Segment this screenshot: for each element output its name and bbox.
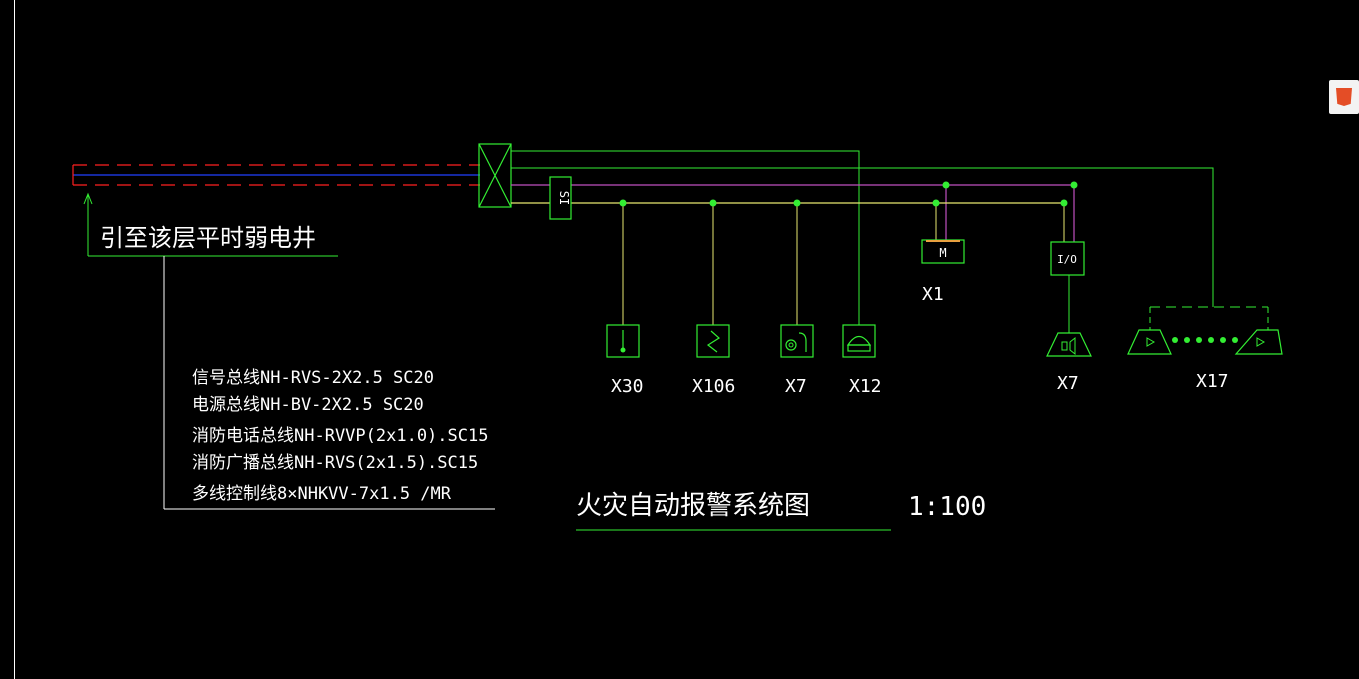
legend-line-3: 消防电话总线NH-RVVP(2x1.0).SC15 bbox=[192, 426, 488, 446]
module-io-label: I/O bbox=[1057, 253, 1077, 266]
junction-box[interactable] bbox=[478, 143, 512, 208]
legend-line-5: 多线控制线8×NHKVV-7x1.5 /MR bbox=[192, 484, 452, 504]
smoke-detector-count: X30 bbox=[611, 376, 644, 397]
drawing-title: 火灾自动报警系统图 bbox=[576, 491, 810, 521]
speaker-count: X17 bbox=[1196, 371, 1229, 392]
speaker-chain-dots bbox=[1172, 337, 1238, 343]
speaker-icon[interactable] bbox=[1127, 329, 1172, 355]
speaker-icon[interactable] bbox=[1234, 329, 1283, 355]
html5-badge-icon[interactable] bbox=[1329, 80, 1359, 114]
legend-frame bbox=[163, 256, 495, 510]
io-module[interactable]: I/O bbox=[1050, 241, 1085, 276]
drawing-scale: 1:100 bbox=[908, 492, 986, 522]
manual-alarm-count: X7 bbox=[785, 376, 807, 397]
heat-detector-icon[interactable] bbox=[696, 324, 730, 358]
heat-detector-count: X106 bbox=[692, 376, 735, 397]
control-module-m[interactable]: M bbox=[921, 239, 965, 264]
incoming-trunk bbox=[72, 164, 480, 257]
fire-phone-count: X12 bbox=[849, 376, 882, 397]
bus-lines bbox=[511, 150, 1269, 333]
isolator-module[interactable]: SI bbox=[549, 176, 572, 220]
viewport-left-border bbox=[14, 0, 15, 679]
fire-phone-icon[interactable] bbox=[842, 324, 876, 358]
legend-line-4: 消防广播总线NH-RVS(2x1.5).SC15 bbox=[192, 453, 478, 473]
manual-alarm-icon[interactable] bbox=[780, 324, 814, 358]
smoke-detector-icon[interactable] bbox=[606, 324, 640, 358]
legend-line-1: 信号总线NH-RVS-2X2.5 SC20 bbox=[192, 368, 434, 388]
bus-junction-dots bbox=[619, 181, 1078, 207]
sounder-count: X7 bbox=[1057, 373, 1079, 394]
module-count: X1 bbox=[922, 284, 944, 305]
lead-note: 引至该层平时弱电井 bbox=[100, 224, 316, 252]
isolator-label: SI bbox=[557, 191, 571, 205]
module-m-label: M bbox=[939, 246, 946, 260]
sounder-icon[interactable] bbox=[1046, 332, 1092, 357]
legend-line-2: 电源总线NH-BV-2X2.5 SC20 bbox=[192, 395, 424, 415]
